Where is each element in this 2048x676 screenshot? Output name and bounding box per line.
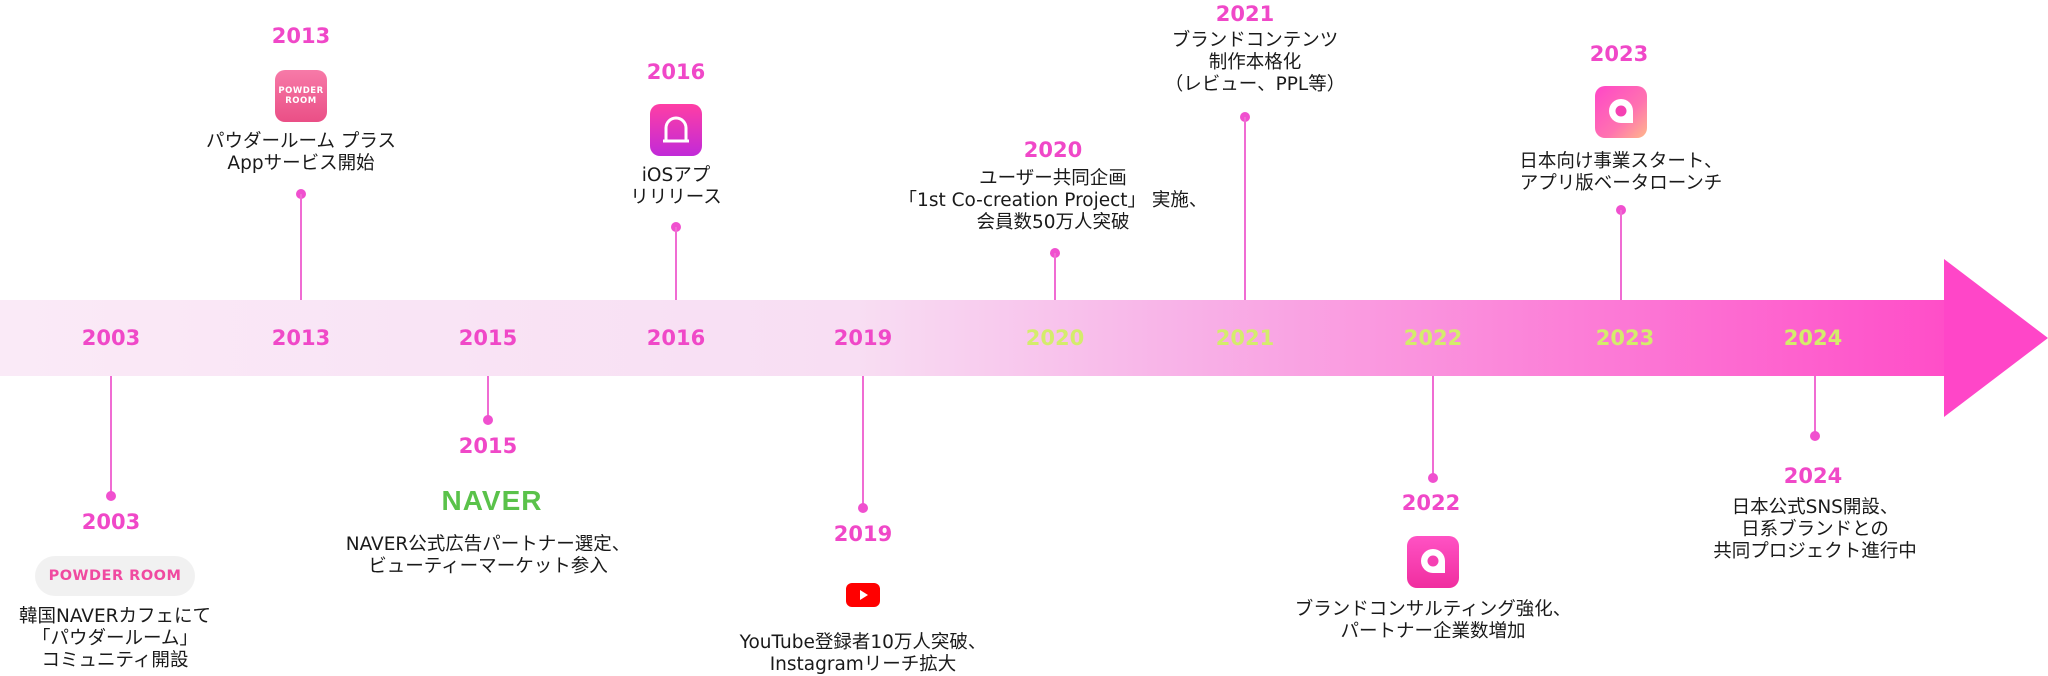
connector-dot-2019 (858, 503, 868, 513)
connector-line-2023 (1620, 210, 1622, 300)
event-line: リリリース (630, 187, 722, 208)
event-line: アプリ版ベータローンチ (1519, 173, 1723, 194)
band-year-2015: 2015 (458, 326, 518, 350)
event-year-2015: 2015 (458, 434, 518, 458)
event-line: ユーザー共同企画 (979, 168, 1127, 189)
connector-line-2013 (300, 194, 302, 300)
event-line: コミュニティ開設 (41, 650, 189, 671)
event-line: NAVER公式広告パートナー選定、 (345, 534, 631, 555)
event-line: Instagramリーチ拡大 (769, 654, 957, 675)
event-line: 「パウダールーム」 (32, 628, 198, 649)
connector-line-2024 (1814, 376, 1816, 436)
event-line: ブランドコンテンツ (1171, 30, 1339, 51)
event-line: Appサービス開始 (227, 153, 375, 174)
band-year-2019: 2019 (833, 326, 893, 350)
connector-dot-2015 (483, 415, 493, 425)
powder-room-app-icon: POWDER ROOM (275, 70, 327, 122)
connector-dot-2003 (106, 491, 116, 501)
icon-text-line: POWDER (278, 86, 324, 96)
event-line: 制作本格化 (1208, 52, 1302, 73)
event-year-2020: 2020 (1023, 138, 1083, 162)
event-line: iOSアプ (641, 165, 711, 186)
connector-line-2021 (1244, 117, 1246, 300)
event-year-2013: 2013 (271, 24, 331, 48)
connector-line-2019 (862, 376, 864, 508)
event-description-2015: NAVER公式広告パートナー選定、 ビューティーマーケット参入 (268, 534, 708, 578)
event-line: パートナー企業数増加 (1340, 621, 1526, 642)
speech-bubble-glyph (1421, 549, 1445, 573)
event-line: 「1st Co-creation Project」 実施、 (898, 190, 1208, 211)
event-description-2016: iOSアプ リリリース (456, 165, 896, 209)
event-description-2020: ユーザー共同企画 「1st Co-creation Project」 実施、 会… (833, 168, 1273, 234)
arch-glyph (663, 116, 689, 143)
event-line: YouTube登録者10万人突破、 (739, 632, 987, 653)
event-description-2023: 日本向け事業スタート、 アプリ版ベータローンチ (1401, 151, 1841, 195)
band-year-2022: 2022 (1403, 326, 1463, 350)
icon-text-line: ROOM (285, 96, 317, 106)
youtube-play-glyph (860, 590, 868, 600)
event-description-2019: YouTube登録者10万人突破、 Instagramリーチ拡大 (643, 632, 1083, 676)
speech-bubble-app-icon-2022 (1407, 536, 1459, 588)
event-description-2022: ブランドコンサルティング強化、 パートナー企業数増加 (1213, 599, 1653, 643)
event-line: 会員数50万人突破 (976, 212, 1130, 233)
youtube-icon (846, 583, 880, 607)
band-year-2020: 2020 (1025, 326, 1085, 350)
event-description-2024: 日本公式SNS開設、 日系ブランドとの 共同プロジェクト進行中 (1595, 497, 2035, 563)
connector-dot-2022 (1428, 473, 1438, 483)
event-line: ビューティーマーケット参入 (368, 556, 608, 577)
naver-logo: NAVER (441, 485, 543, 516)
speech-bubble-glyph (1609, 99, 1633, 123)
event-description-2021: ブランドコンテンツ 制作本格化 （レビュー、PPL等） (1035, 30, 1475, 96)
timeline-band (0, 300, 1945, 376)
event-year-2024: 2024 (1783, 464, 1843, 488)
event-line: 日本公式SNS開設、 (1731, 497, 1899, 518)
band-year-2013: 2013 (271, 326, 331, 350)
event-line: 韓国NAVERカフェにて (18, 606, 211, 627)
connector-dot-2024 (1810, 431, 1820, 441)
powder-room-logo: POWDER ROOM (35, 556, 195, 596)
event-line: ブランドコンサルティング強化、 (1294, 599, 1572, 620)
band-year-2024: 2024 (1783, 326, 1843, 350)
event-line: パウダールーム プラス (206, 131, 396, 152)
event-line: （レビュー、PPL等） (1164, 74, 1346, 95)
event-year-2021: 2021 (1215, 2, 1275, 26)
event-description-2003: 韓国NAVERカフェにて 「パウダールーム」 コミュニティ開設 (0, 606, 335, 672)
event-year-2023: 2023 (1589, 42, 1649, 66)
connector-line-2015 (487, 376, 489, 420)
event-line: 共同プロジェクト進行中 (1713, 541, 1917, 562)
band-year-2016: 2016 (646, 326, 706, 350)
arch-app-icon (650, 104, 702, 156)
connector-line-2016 (675, 227, 677, 300)
speech-bubble-app-icon-2023 (1595, 86, 1647, 138)
event-description-2013: パウダールーム プラス Appサービス開始 (81, 131, 521, 175)
connector-line-2020 (1054, 253, 1056, 300)
band-year-2023: 2023 (1595, 326, 1655, 350)
powder-room-app-icon-text: POWDER ROOM (275, 70, 327, 122)
event-year-2022: 2022 (1401, 491, 1461, 515)
event-year-2003: 2003 (81, 510, 141, 534)
connector-line-2003 (110, 376, 112, 496)
event-year-2016: 2016 (646, 60, 706, 84)
connector-line-2022 (1432, 376, 1434, 478)
event-line: 日系ブランドとの (1741, 519, 1889, 540)
event-year-2019: 2019 (833, 522, 893, 546)
event-line: 日本向け事業スタート、 (1519, 151, 1723, 172)
band-year-2021: 2021 (1215, 326, 1275, 350)
band-year-2003: 2003 (81, 326, 141, 350)
timeline-arrow-head (1944, 259, 2048, 417)
